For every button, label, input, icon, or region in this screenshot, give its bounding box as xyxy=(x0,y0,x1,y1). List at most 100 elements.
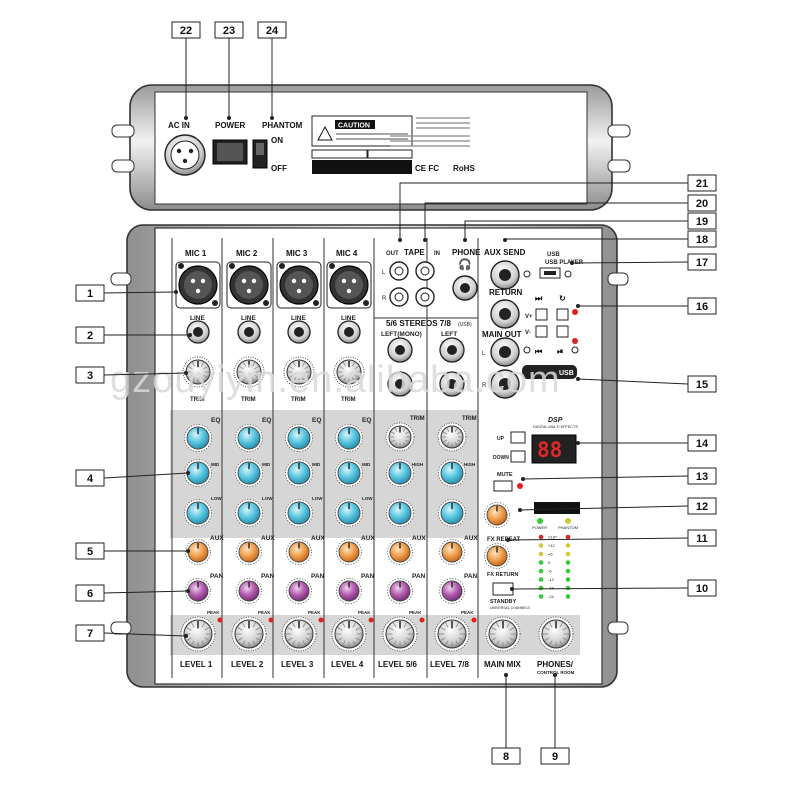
eq-high-knob-1[interactable] xyxy=(184,424,212,452)
stereo-trim-knob-5-6[interactable] xyxy=(385,422,415,452)
stereo-left-jack-7-8[interactable] xyxy=(439,337,465,363)
usb-screw-bottom xyxy=(523,346,531,354)
power-switch[interactable] xyxy=(212,139,248,165)
eq-mid-knob-2[interactable] xyxy=(235,459,263,487)
tape-l-marker: L xyxy=(382,270,386,276)
callout-dot xyxy=(553,673,557,677)
aux-knob-3[interactable] xyxy=(286,539,312,565)
stereo-eq-high-knob-7-8[interactable] xyxy=(438,459,466,487)
level-knob-1[interactable] xyxy=(180,616,216,652)
level-label-2: LEVEL 2 xyxy=(231,660,264,669)
stereo-pan-knob-7-8[interactable] xyxy=(439,578,465,604)
meter-label-4: -6 xyxy=(548,569,552,574)
phantom-switch[interactable] xyxy=(252,139,268,169)
rear-foot-left-bottom xyxy=(111,159,135,173)
callout-dot xyxy=(504,673,508,677)
mute-button[interactable] xyxy=(493,480,513,492)
trim-knob-1[interactable] xyxy=(182,356,214,388)
tape-in-l-jack[interactable] xyxy=(415,261,435,281)
line-input-4[interactable] xyxy=(337,320,361,344)
level-knob-2[interactable] xyxy=(231,616,267,652)
main-out-l-jack[interactable] xyxy=(490,337,520,367)
ac-in-socket[interactable] xyxy=(164,134,206,176)
line-input-2[interactable] xyxy=(237,320,261,344)
xlr-input-4[interactable] xyxy=(326,261,372,309)
aux-knob-1[interactable] xyxy=(185,539,211,565)
main-mix-knob[interactable] xyxy=(485,616,521,652)
stereo-aux-knob-5-6[interactable] xyxy=(387,539,413,565)
tape-in-r-jack[interactable] xyxy=(415,287,435,307)
pan-knob-2[interactable] xyxy=(236,578,262,604)
callout-21-text: 21 xyxy=(696,178,708,190)
dsp-up-button[interactable] xyxy=(510,431,526,444)
tape-out-r-jack[interactable] xyxy=(389,287,409,307)
eq-low-knob-4[interactable] xyxy=(335,499,363,527)
xlr-input-1[interactable] xyxy=(175,261,221,309)
meter-led-left-1 xyxy=(538,543,544,548)
eq-mid-knob-4[interactable] xyxy=(335,459,363,487)
fx-return-knob[interactable] xyxy=(484,543,510,569)
stereo-pan-knob-5-6[interactable] xyxy=(387,578,413,604)
stereo-aux-knob-7-8[interactable] xyxy=(439,539,465,565)
eq-low-knob-1[interactable] xyxy=(184,499,212,527)
trim-knob-4[interactable] xyxy=(333,356,365,388)
trim-knob-3[interactable] xyxy=(283,356,315,388)
xlr-input-2[interactable] xyxy=(226,261,272,309)
eq-high-knob-2[interactable] xyxy=(235,424,263,452)
stereo-level-knob-7-8[interactable] xyxy=(434,616,470,652)
dsp-down-button[interactable] xyxy=(510,450,526,463)
stereo-eq-low-knob-7-8[interactable] xyxy=(438,499,466,527)
usb-port[interactable] xyxy=(539,267,561,279)
stereo-eq-low-knob-5-6[interactable] xyxy=(386,499,414,527)
callout-dot xyxy=(186,471,190,475)
cert-marks: CE FC xyxy=(415,164,439,173)
stereo-eq-high-knob-5-6[interactable] xyxy=(386,459,414,487)
usb-next-button[interactable] xyxy=(556,308,569,321)
pan-knob-3[interactable] xyxy=(286,578,312,604)
usb-vol-up-button[interactable] xyxy=(535,308,548,321)
usb-vol-down-button[interactable] xyxy=(535,325,548,338)
phones-knob[interactable] xyxy=(538,616,574,652)
aux-knob-2[interactable] xyxy=(236,539,262,565)
callout-13-text: 13 xyxy=(696,471,708,483)
meter-led-right-2 xyxy=(565,551,571,557)
line-input-3[interactable] xyxy=(287,320,311,344)
eq-high-knob-4[interactable] xyxy=(335,424,363,452)
trim-knob-2[interactable] xyxy=(233,356,265,388)
stereo-left-jack-5-6[interactable] xyxy=(387,337,413,363)
mid-label-4: MID xyxy=(362,462,371,467)
pan-knob-4[interactable] xyxy=(336,578,362,604)
eq-mid-knob-1[interactable] xyxy=(184,459,212,487)
aux-knob-4[interactable] xyxy=(336,539,362,565)
eq-low-knob-2[interactable] xyxy=(235,499,263,527)
level-knob-3[interactable] xyxy=(281,616,317,652)
eq-mid-knob-3[interactable] xyxy=(285,459,313,487)
level-label-4: LEVEL 4 xyxy=(331,660,364,669)
stereo-level-knob-5-6[interactable] xyxy=(382,616,418,652)
aux-send-jack[interactable] xyxy=(490,260,520,290)
stereo-trim-knob-7-8[interactable] xyxy=(437,422,467,452)
main-out-r-jack[interactable] xyxy=(490,369,520,399)
mid-label-1: MID xyxy=(211,462,220,467)
level-meter: CLIP+12+60-6-12-18-24 xyxy=(538,535,571,599)
callout-leader xyxy=(522,475,689,480)
stereo-right-jack-7-8[interactable] xyxy=(439,371,465,397)
peak-led-1 xyxy=(217,617,223,623)
level-knob-4[interactable] xyxy=(331,616,367,652)
eq-high-knob-3[interactable] xyxy=(285,424,313,452)
phantom-led-label: PHANTOM xyxy=(558,525,578,530)
fx-repeat-knob[interactable] xyxy=(484,502,510,528)
callout-dot xyxy=(227,116,231,120)
phone-jack[interactable] xyxy=(452,275,478,301)
tape-out-l-jack[interactable] xyxy=(389,261,409,281)
stereo-right-jack-5-6[interactable] xyxy=(387,371,413,397)
xlr-input-3[interactable] xyxy=(276,261,322,309)
line-input-1[interactable] xyxy=(186,320,210,344)
usb-play-button[interactable] xyxy=(556,325,569,338)
callout-15-text: 15 xyxy=(696,379,708,391)
eq-low-knob-3[interactable] xyxy=(285,499,313,527)
return-jack[interactable] xyxy=(490,299,520,329)
callout-dot xyxy=(423,238,427,242)
stereo-aux-label-7-8: AUX xyxy=(464,535,478,542)
